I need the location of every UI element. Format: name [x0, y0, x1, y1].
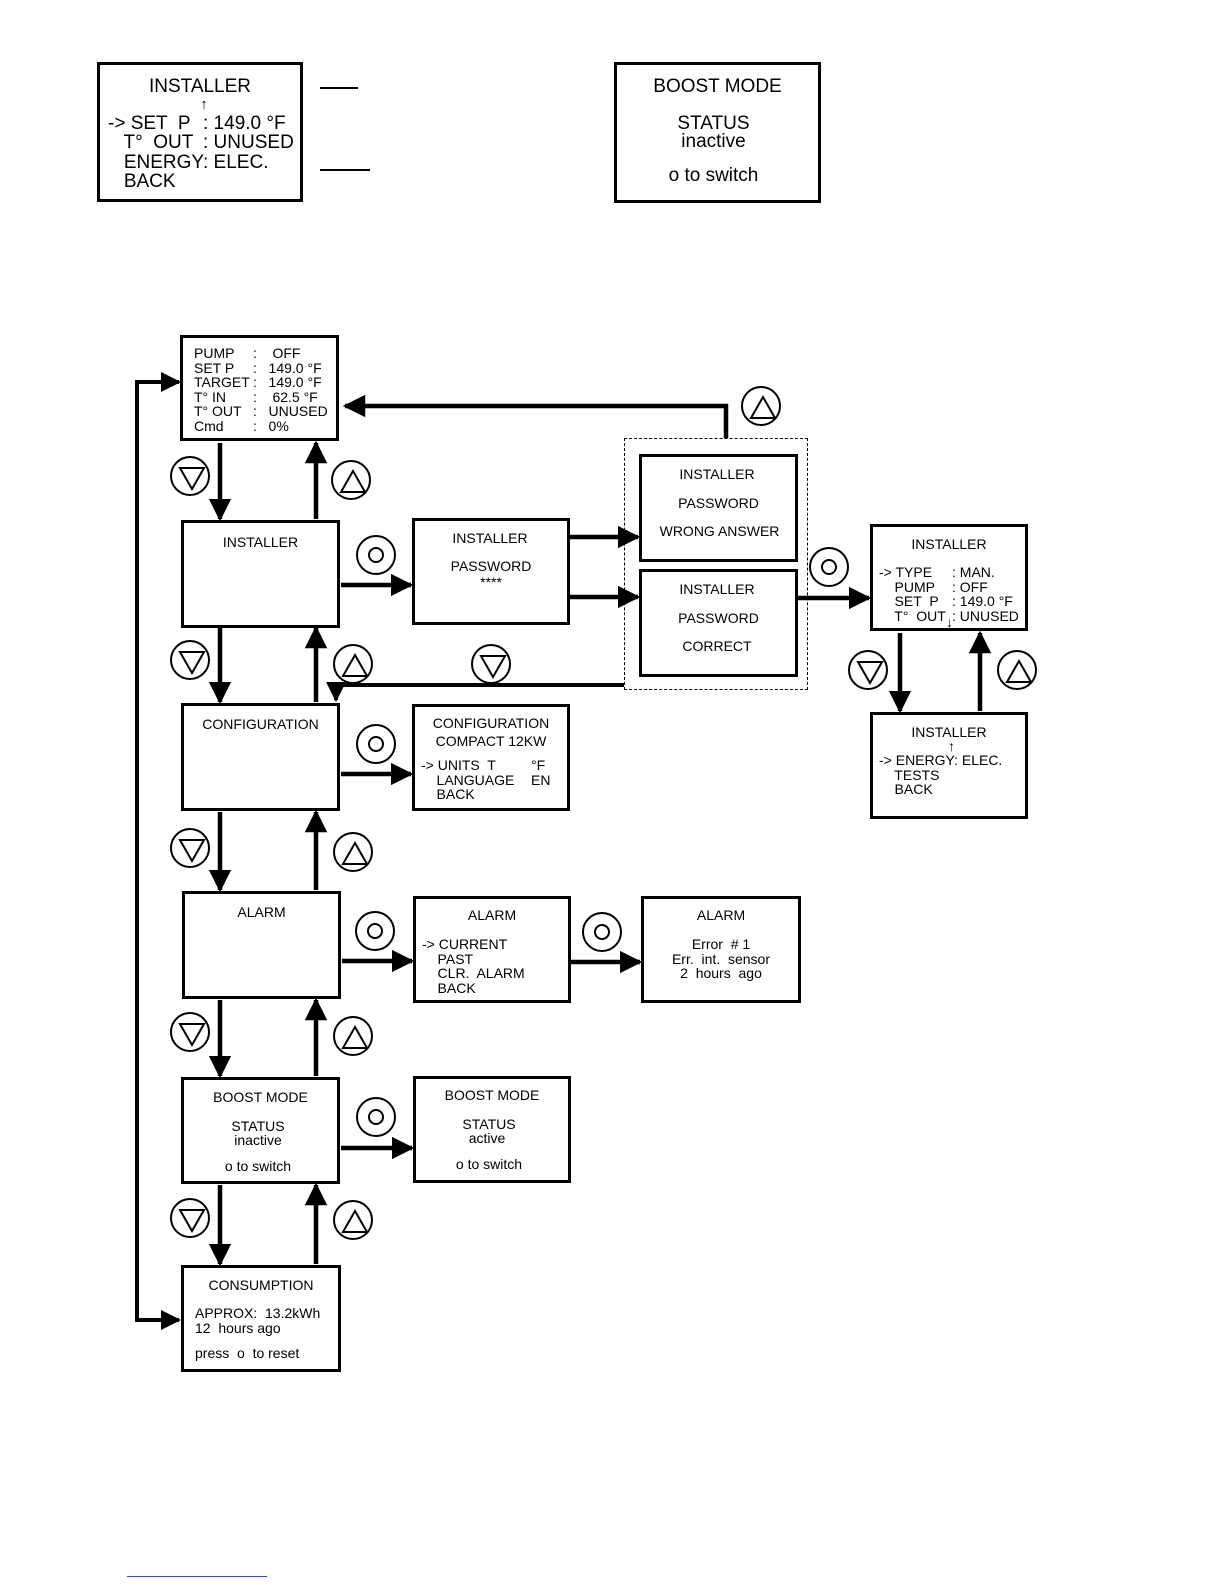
up-button-icon — [333, 644, 373, 684]
up-button-icon — [331, 460, 371, 500]
configuration-detail-title: CONFIGURATION — [432, 715, 550, 731]
boost-menu-state: inactive — [234, 1132, 282, 1148]
installer-page1-screen: INSTALLER -> TYPE PUMP SET P T° OUT : MA… — [870, 524, 1028, 631]
installer-page1-values: : MAN. : OFF : 149.0 °F : UNUSED — [952, 564, 1019, 624]
password-correct-result: CORRECT — [682, 638, 752, 654]
password-wrong-label: PASSWORD — [678, 495, 759, 511]
up-button-icon — [741, 386, 781, 426]
main-status-labels: PUMP SET P TARGET T° IN T° OUT Cmd — [194, 345, 250, 434]
select-button-icon — [356, 535, 396, 575]
consumption-lines: APPROX: 13.2kWh 12 hours ago — [195, 1305, 321, 1336]
alarm-menu-title: ALARM — [237, 904, 286, 920]
password-correct-title: INSTALLER — [679, 581, 755, 597]
password-correct-screen: INSTALLER PASSWORD CORRECT — [639, 569, 798, 677]
alarm-list-screen: ALARM -> CURRENT PAST CLR. ALARM BACK — [413, 896, 571, 1003]
select-button-icon — [582, 912, 622, 952]
boost-menu-hint: o to switch — [224, 1158, 292, 1174]
legend-boost-hint: o to switch — [668, 165, 759, 186]
legend-boost-state: inactive — [681, 131, 746, 152]
wrong-return-arrow — [342, 394, 729, 438]
configuration-detail-values: °F EN — [531, 757, 551, 788]
down-button-icon — [170, 1012, 210, 1052]
boost-active-hint: o to switch — [455, 1156, 523, 1172]
installer-page1-labels: -> TYPE PUMP SET P T° OUT — [879, 564, 946, 624]
installer-menu-screen: INSTALLER — [181, 520, 340, 628]
consumption-screen: CONSUMPTION APPROX: 13.2kWh 12 hours ago… — [181, 1265, 341, 1372]
installer-page1-down-arrow: ↓ — [946, 614, 953, 630]
installer-page1-title: INSTALLER — [911, 536, 987, 552]
down-button-icon — [848, 650, 888, 690]
footer-link-underline — [127, 1576, 267, 1577]
legend-boost-title: BOOST MODE — [653, 76, 782, 97]
configuration-detail-labels: -> UNITS T LANGUAGE BACK — [421, 757, 515, 803]
consumption-title: CONSUMPTION — [208, 1277, 314, 1293]
main-status-values: : OFF : 149.0 °F : 149.0 °F : 62.5 °F : … — [253, 345, 328, 434]
main-status-screen: PUMP SET P TARGET T° IN T° OUT Cmd : OFF… — [180, 335, 339, 441]
password-wrong-result: WRONG ANSWER — [659, 523, 780, 539]
configuration-detail-model: COMPACT 12KW — [435, 733, 547, 749]
select-button-icon — [356, 1097, 396, 1137]
legend-boost-screen: BOOST MODE STATUS inactive o to switch — [614, 62, 821, 203]
alarm-menu-screen: ALARM — [182, 891, 341, 999]
password-entry-mask: **** — [480, 574, 502, 590]
installer-page2-lines: -> ENERGY: ELEC. TESTS BACK — [879, 752, 1003, 798]
legend-installer-labels: -> SET P T° OUT ENERGY BACK — [108, 113, 205, 192]
password-result-group — [624, 438, 808, 690]
password-wrong-screen: INSTALLER PASSWORD WRONG ANSWER — [639, 454, 798, 562]
down-button-icon — [170, 1198, 210, 1238]
legend-boost-status: STATUS — [677, 113, 750, 134]
installer-menu-title: INSTALLER — [222, 534, 299, 550]
select-button-icon — [809, 547, 849, 587]
up-button-icon — [333, 832, 373, 872]
boost-menu-title: BOOST MODE — [213, 1089, 308, 1105]
boost-menu-screen: BOOST MODE STATUS inactive o to switch — [181, 1077, 340, 1184]
correct-return-arrow — [326, 682, 624, 702]
password-entry-label: PASSWORD — [450, 558, 532, 574]
boost-active-state: active — [468, 1130, 506, 1146]
consumption-hint: press o to reset — [195, 1345, 300, 1361]
legend-installer-title: INSTALLER — [148, 76, 252, 97]
up-button-icon — [997, 650, 1037, 690]
down-button-icon — [170, 640, 210, 680]
boost-active-title: BOOST MODE — [444, 1087, 540, 1103]
installer-page2-title: INSTALLER — [911, 724, 987, 740]
alarm-detail-lines: Error # 1 Err. int. sensor 2 hours ago — [671, 936, 771, 982]
installer-page2-up-arrow: ↑ — [948, 738, 955, 754]
down-button-icon — [471, 644, 511, 684]
password-correct-label: PASSWORD — [678, 610, 759, 626]
configuration-detail-screen: CONFIGURATION COMPACT 12KW -> UNITS T LA… — [412, 704, 570, 811]
boost-active-screen: BOOST MODE STATUS active o to switch — [413, 1076, 571, 1183]
alarm-list-title: ALARM — [467, 907, 517, 923]
password-entry-title: INSTALLER — [452, 530, 528, 546]
configuration-menu-title: CONFIGURATION — [202, 716, 319, 732]
boost-menu-status: STATUS — [231, 1118, 285, 1134]
password-entry-screen: INSTALLER PASSWORD **** — [412, 518, 570, 625]
select-button-icon — [355, 911, 395, 951]
boost-active-status: STATUS — [462, 1116, 516, 1132]
configuration-menu-screen: CONFIGURATION — [181, 703, 340, 811]
password-wrong-title: INSTALLER — [679, 466, 755, 482]
alarm-detail-title: ALARM — [696, 907, 746, 923]
legend-installer-screen: INSTALLER ↑ -> SET P T° OUT ENERGY BACK … — [97, 62, 303, 202]
legend-installer-values: : 149.0 °F : UNUSED : ELEC. — [203, 113, 294, 173]
alarm-detail-screen: ALARM Error # 1 Err. int. sensor 2 hours… — [641, 896, 801, 1003]
down-button-icon — [170, 456, 210, 496]
legend-installer-up-arrow: ↑ — [200, 96, 208, 113]
up-button-icon — [333, 1016, 373, 1056]
up-button-icon — [333, 1200, 373, 1240]
alarm-list-lines: -> CURRENT PAST CLR. ALARM BACK — [422, 936, 525, 996]
down-button-icon — [170, 828, 210, 868]
select-button-icon — [356, 724, 396, 764]
installer-page2-screen: INSTALLER ↑ -> ENERGY: ELEC. TESTS BACK — [870, 712, 1028, 819]
